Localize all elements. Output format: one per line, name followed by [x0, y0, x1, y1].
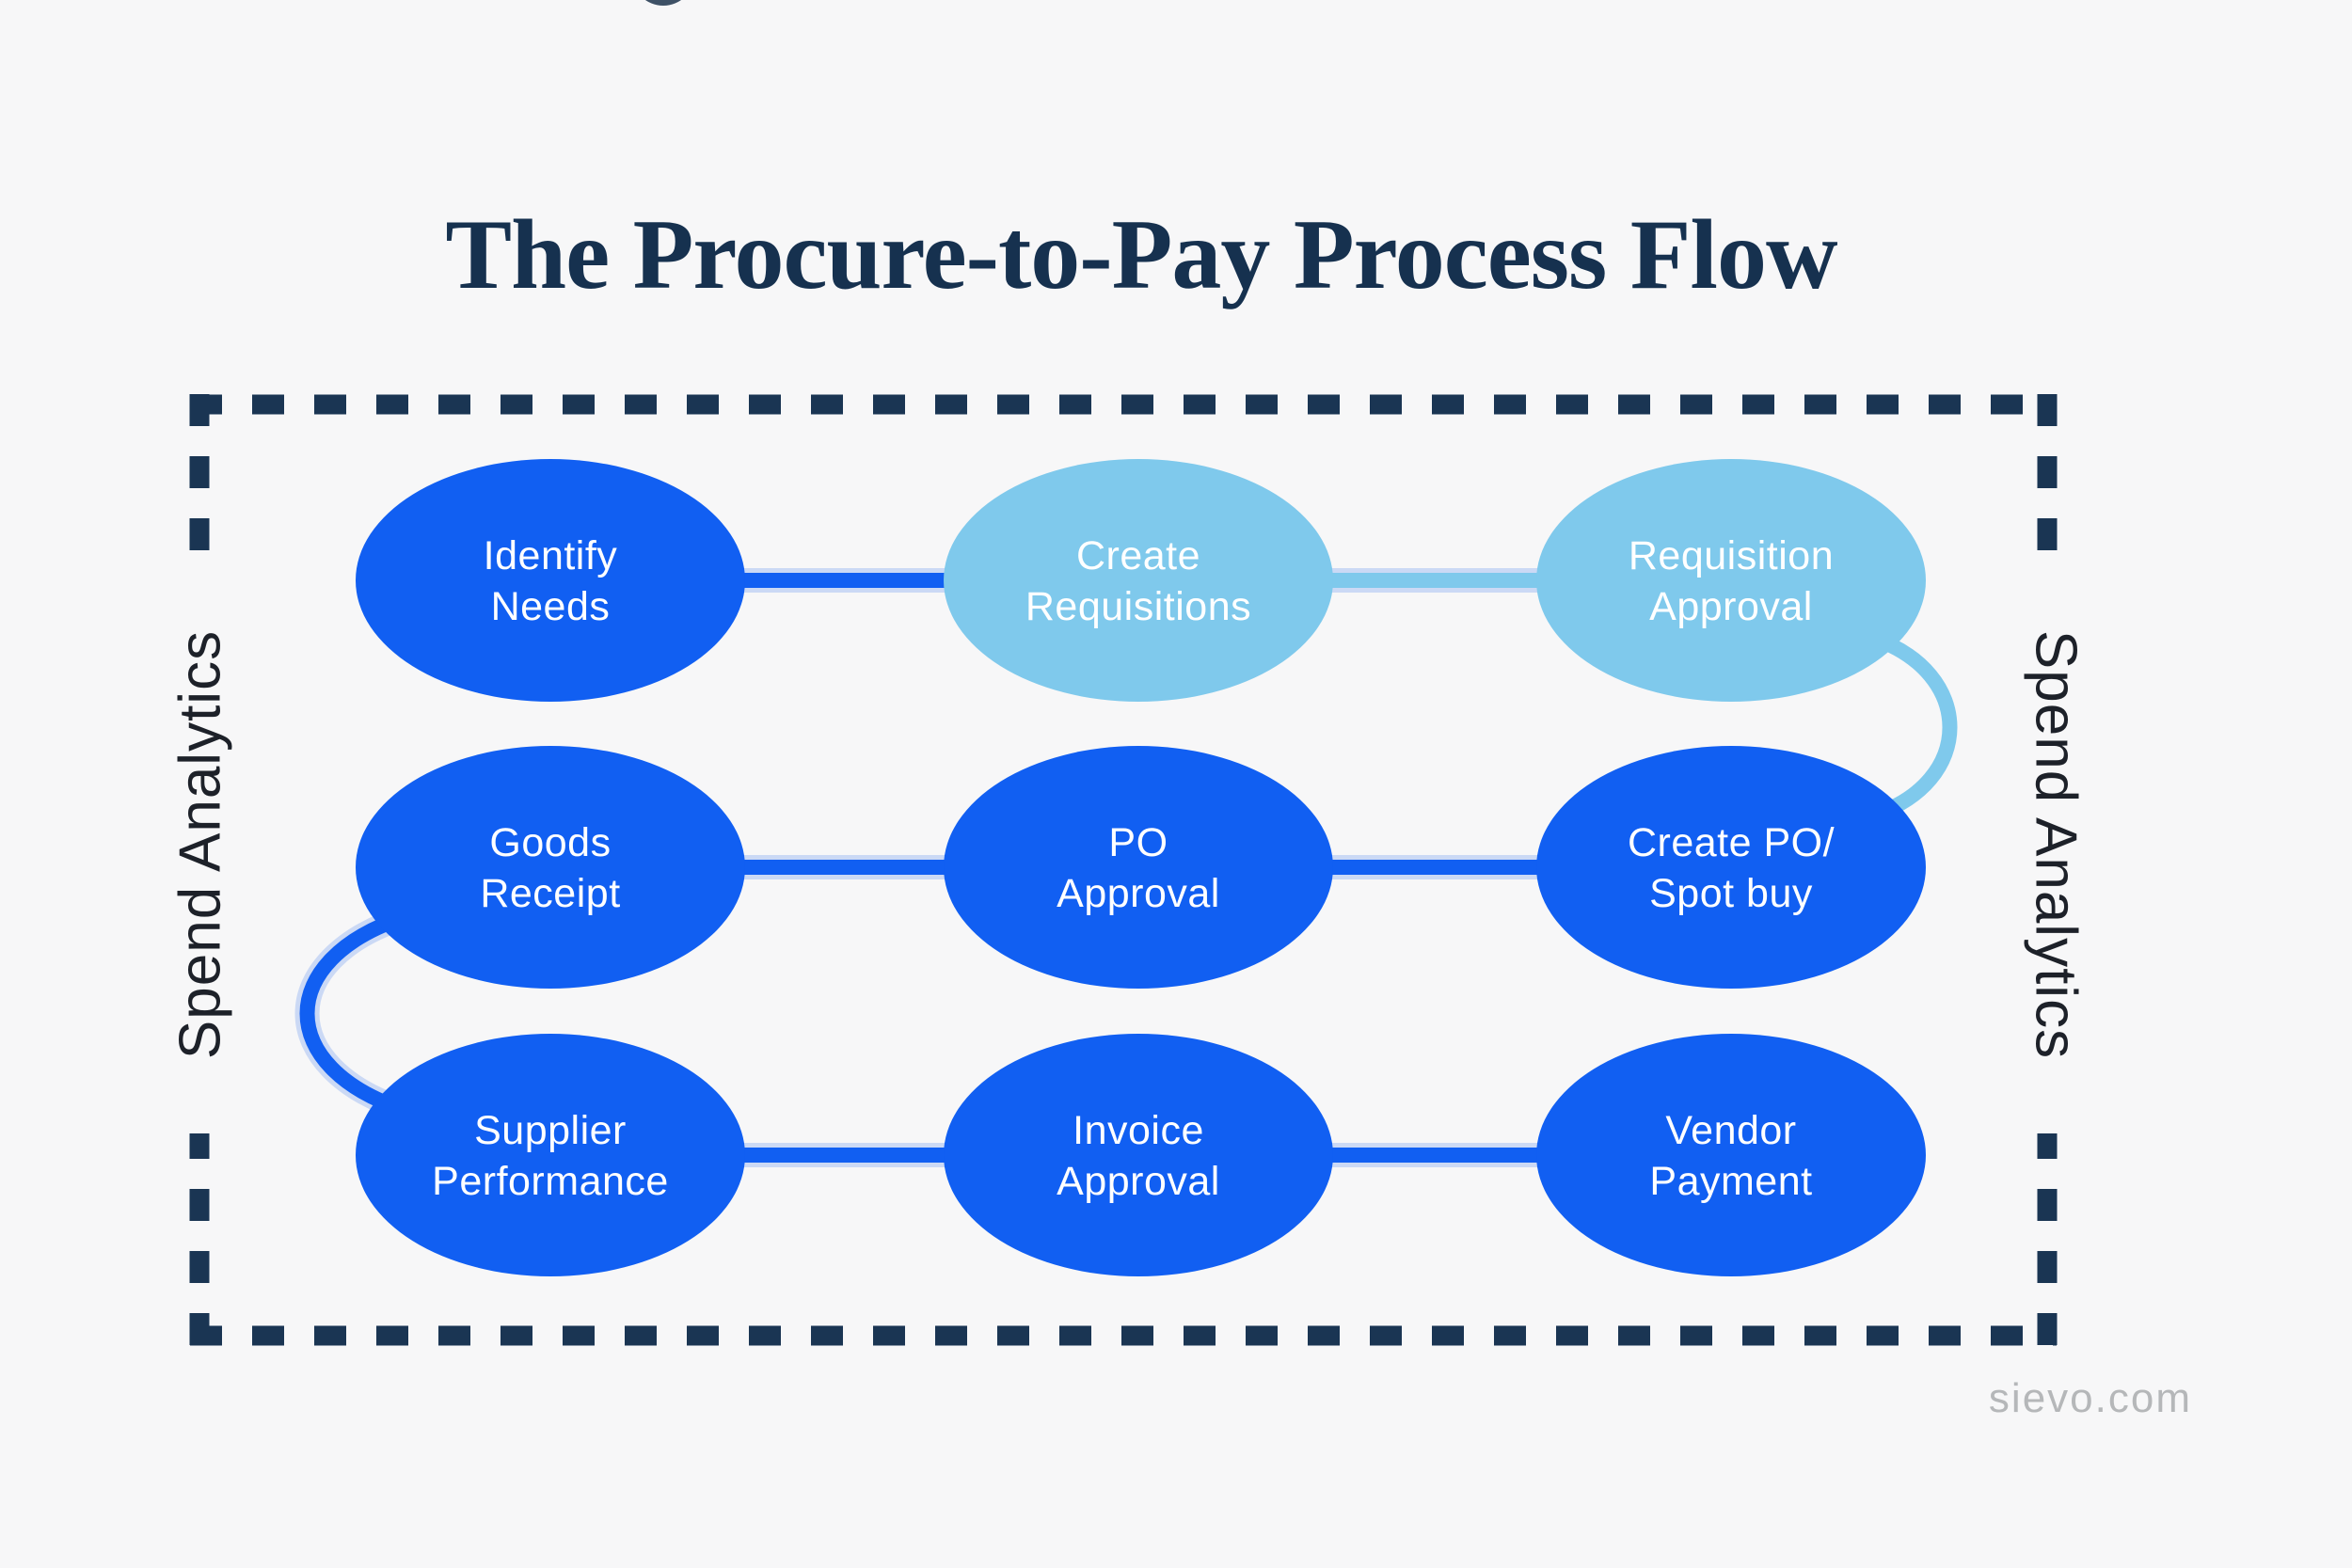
node-create-requisitions: Create Requisitions: [944, 459, 1333, 702]
node-label: PO: [1108, 820, 1168, 865]
node-supplier-performance: Supplier Performance: [356, 1034, 745, 1276]
spend-analytics-label-right: Spend Analytics: [2023, 629, 2089, 1060]
node-label: Receipt: [480, 871, 620, 916]
node-create-requisitions-shape: [944, 459, 1333, 702]
node-label: Supplier: [474, 1108, 627, 1153]
node-vendor-payment: Vendor Payment: [1536, 1034, 1926, 1276]
node-label: Requisitions: [1025, 584, 1251, 629]
node-identify-needs-shape: [356, 459, 745, 702]
node-requisition-approval: Requisition Approval: [1536, 459, 1926, 702]
node-label: Create: [1076, 533, 1200, 578]
edge-req-approval-to-create-po-curve: [1869, 630, 1958, 823]
node-label: Payment: [1649, 1159, 1812, 1204]
node-label: Approval: [1057, 1159, 1220, 1204]
node-label: Create PO/: [1628, 820, 1835, 865]
node-label: Spot buy: [1649, 871, 1813, 916]
node-label: Approval: [1057, 871, 1220, 916]
node-label: Vendor: [1665, 1108, 1796, 1153]
node-label: Performance: [432, 1159, 669, 1204]
node-label: Invoice: [1073, 1108, 1204, 1153]
node-label: Needs: [491, 584, 611, 629]
node-goods-receipt-shape: [356, 746, 745, 989]
node-label: Approval: [1649, 584, 1813, 629]
node-create-po-spot-buy: Create PO/ Spot buy: [1536, 746, 1926, 989]
node-create-po-spot-buy-shape: [1536, 746, 1926, 989]
node-label: Goods: [489, 820, 611, 865]
node-supplier-performance-shape: [356, 1034, 745, 1276]
node-requisition-approval-shape: [1536, 459, 1926, 702]
sievo-watermark: sievo.com: [1988, 1375, 2192, 1421]
node-vendor-payment-shape: [1536, 1034, 1926, 1276]
node-identify-needs: Identify Needs: [356, 459, 745, 702]
spend-analytics-label-left: Spend Analytics: [167, 629, 233, 1060]
node-po-approval-shape: [944, 746, 1333, 989]
node-invoice-approval: Invoice Approval: [944, 1034, 1333, 1276]
page-title: The Procure-to-Pay Process Flow: [445, 199, 1837, 309]
node-goods-receipt: Goods Receipt: [356, 746, 745, 989]
node-po-approval: PO Approval: [944, 746, 1333, 989]
edge-goods-to-supplier-curve: [299, 910, 407, 1117]
node-invoice-approval-shape: [944, 1034, 1333, 1276]
node-label: Requisition: [1629, 533, 1834, 578]
dashed-border: [189, 394, 2058, 1346]
node-label: Identify: [484, 533, 618, 578]
partial-logo-circle: [632, 0, 694, 6]
